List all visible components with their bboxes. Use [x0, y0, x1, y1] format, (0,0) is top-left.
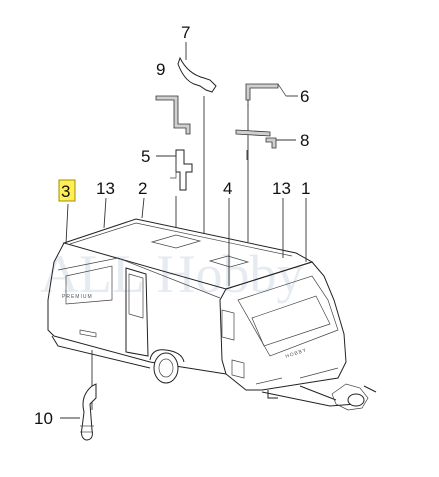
callout-7[interactable]: 7 [181, 23, 190, 42]
callout-13-left[interactable]: 13 [96, 179, 115, 198]
callout-1[interactable]: 1 [301, 179, 310, 198]
callout-4[interactable]: 4 [223, 179, 232, 198]
callout-3-highlight [58, 179, 76, 202]
callout-3[interactable]: 3 [61, 182, 70, 201]
callout-8[interactable]: 8 [300, 131, 309, 150]
side-brand: PREMIUM [62, 294, 93, 300]
callout-13-right[interactable]: 13 [272, 179, 291, 198]
part-profiles [80, 56, 287, 441]
callout-5[interactable]: 5 [141, 147, 150, 166]
leader-lines [60, 42, 307, 419]
callout-9[interactable]: 9 [156, 60, 165, 79]
callout-6[interactable]: 6 [300, 87, 309, 106]
callout-labels: 7 9 6 5 8 3 13 2 4 13 1 10 [34, 23, 310, 428]
callout-2[interactable]: 2 [138, 179, 147, 198]
callout-10[interactable]: 10 [34, 409, 53, 428]
